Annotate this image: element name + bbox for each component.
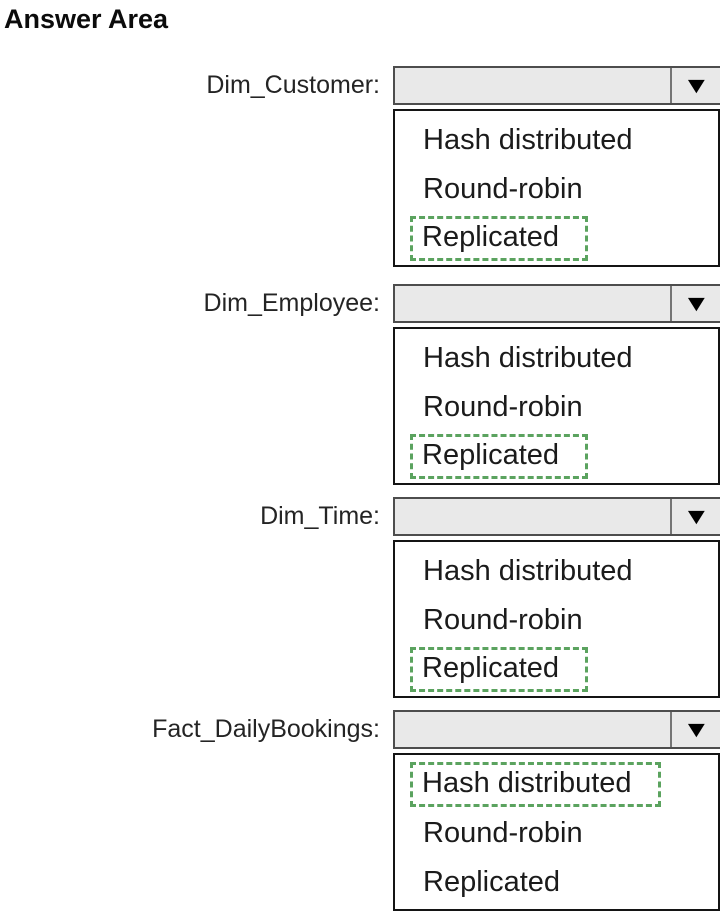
option-round-robin[interactable]: Round-robin — [423, 390, 583, 423]
option-hash-distributed[interactable]: Hash distributed — [395, 760, 718, 809]
row-fact-dailybookings: Fact_DailyBookings: ▼ Hash distributed R… — [0, 710, 720, 912]
chevron-down-icon: ▼ — [681, 716, 711, 742]
option-hash-distributed[interactable]: Hash distributed — [423, 123, 633, 156]
fact-dailybookings-label: Fact_DailyBookings: — [152, 715, 380, 743]
dim-employee-label: Dim_Employee: — [203, 289, 380, 317]
dim-customer-dropdown-button[interactable]: ▼ — [670, 68, 720, 103]
dim-time-label: Dim_Time: — [260, 502, 380, 530]
dim-customer-label: Dim_Customer: — [206, 71, 380, 99]
option-replicated[interactable]: Replicated — [395, 214, 718, 263]
option-hash-distributed[interactable]: Hash distributed — [423, 341, 633, 374]
option-round-robin[interactable]: Round-robin — [423, 172, 583, 205]
fact-dailybookings-dropdown-value — [401, 712, 668, 747]
dim-employee-dropdown-value — [401, 286, 668, 321]
row-dim-customer: Dim_Customer: ▼ Hash distributed Round-r… — [0, 66, 720, 268]
dim-employee-dropdown-button[interactable]: ▼ — [670, 286, 720, 321]
dim-time-dropdown-value — [401, 499, 668, 534]
chevron-down-icon: ▼ — [681, 503, 711, 529]
dim-employee-options-list: Hash distributed Round-robin Replicated — [393, 327, 720, 485]
chevron-down-icon: ▼ — [681, 290, 711, 316]
dim-customer-dropdown-value — [401, 68, 668, 103]
option-replicated[interactable]: Replicated — [395, 645, 718, 694]
option-hash-distributed[interactable]: Hash distributed — [423, 554, 633, 587]
option-round-robin[interactable]: Round-robin — [423, 603, 583, 636]
option-replicated[interactable]: Replicated — [395, 432, 718, 481]
dim-employee-dropdown[interactable]: ▼ — [393, 284, 720, 323]
option-replicated[interactable]: Replicated — [423, 865, 561, 898]
page-title: Answer Area — [4, 4, 169, 34]
fact-dailybookings-dropdown[interactable]: ▼ — [393, 710, 720, 749]
row-dim-employee: Dim_Employee: ▼ Hash distributed Round-r… — [0, 284, 720, 486]
dim-time-dropdown-button[interactable]: ▼ — [670, 499, 720, 534]
dim-customer-dropdown[interactable]: ▼ — [393, 66, 720, 105]
dim-customer-options-list: Hash distributed Round-robin Replicated — [393, 109, 720, 267]
chevron-down-icon: ▼ — [681, 72, 711, 98]
dim-time-dropdown[interactable]: ▼ — [393, 497, 720, 536]
fact-dailybookings-options-list: Hash distributed Round-robin Replicated — [393, 753, 720, 911]
dim-time-options-list: Hash distributed Round-robin Replicated — [393, 540, 720, 698]
fact-dailybookings-dropdown-button[interactable]: ▼ — [670, 712, 720, 747]
option-round-robin[interactable]: Round-robin — [423, 816, 583, 849]
row-dim-time: Dim_Time: ▼ Hash distributed Round-robin… — [0, 497, 720, 699]
